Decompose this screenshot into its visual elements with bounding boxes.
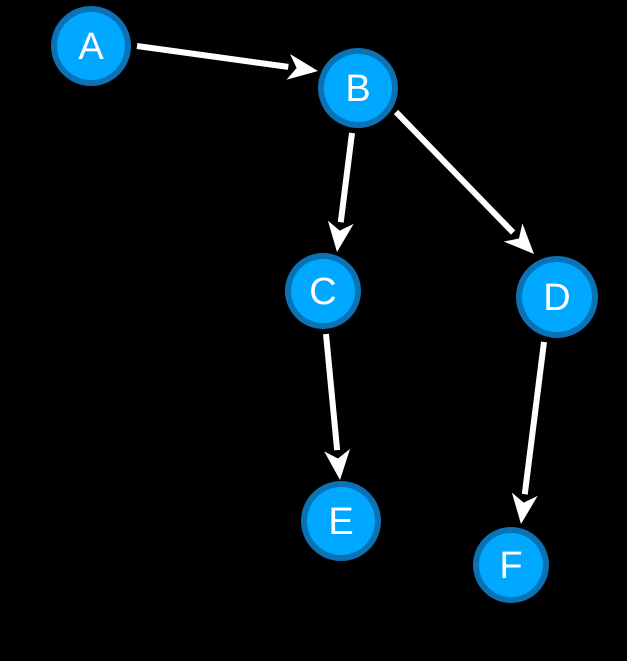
graph-node-e[interactable]: E — [301, 481, 381, 561]
edge-c-to-e — [323, 333, 351, 480]
edge-shaft — [337, 132, 355, 223]
graph-node-c[interactable]: C — [285, 253, 361, 329]
node-label: C — [309, 271, 336, 313]
edge-shaft — [323, 333, 341, 451]
edge-arrowhead — [286, 54, 318, 80]
node-fill — [479, 533, 543, 597]
edge-arrowhead — [324, 448, 351, 480]
edge-shaft — [521, 341, 547, 495]
node-fill — [291, 259, 355, 323]
node-fill — [324, 54, 392, 122]
node-fill — [307, 487, 375, 555]
edge-a-to-b — [136, 43, 318, 80]
edge-d-to-f — [511, 341, 547, 524]
graph-node-d[interactable]: D — [516, 256, 598, 338]
node-label: A — [78, 26, 104, 68]
edge-b-to-c — [327, 132, 355, 252]
node-label: D — [543, 277, 570, 319]
edge-arrowhead — [511, 492, 538, 524]
graph-node-b[interactable]: B — [318, 48, 398, 128]
node-label: B — [345, 68, 370, 110]
nodes-layer: A B C D E F — [51, 6, 598, 603]
node-label: E — [328, 501, 353, 543]
edge-arrowhead — [503, 223, 534, 254]
edges-layer — [136, 43, 547, 524]
edge-shaft — [393, 109, 516, 235]
edge-b-to-d — [393, 109, 534, 254]
edge-shaft — [136, 43, 289, 70]
node-fill — [57, 12, 125, 80]
graph-node-a[interactable]: A — [51, 6, 131, 86]
node-fill — [522, 262, 592, 332]
edge-arrowhead — [327, 220, 354, 252]
node-label: F — [499, 545, 522, 587]
graph-node-f[interactable]: F — [473, 527, 549, 603]
